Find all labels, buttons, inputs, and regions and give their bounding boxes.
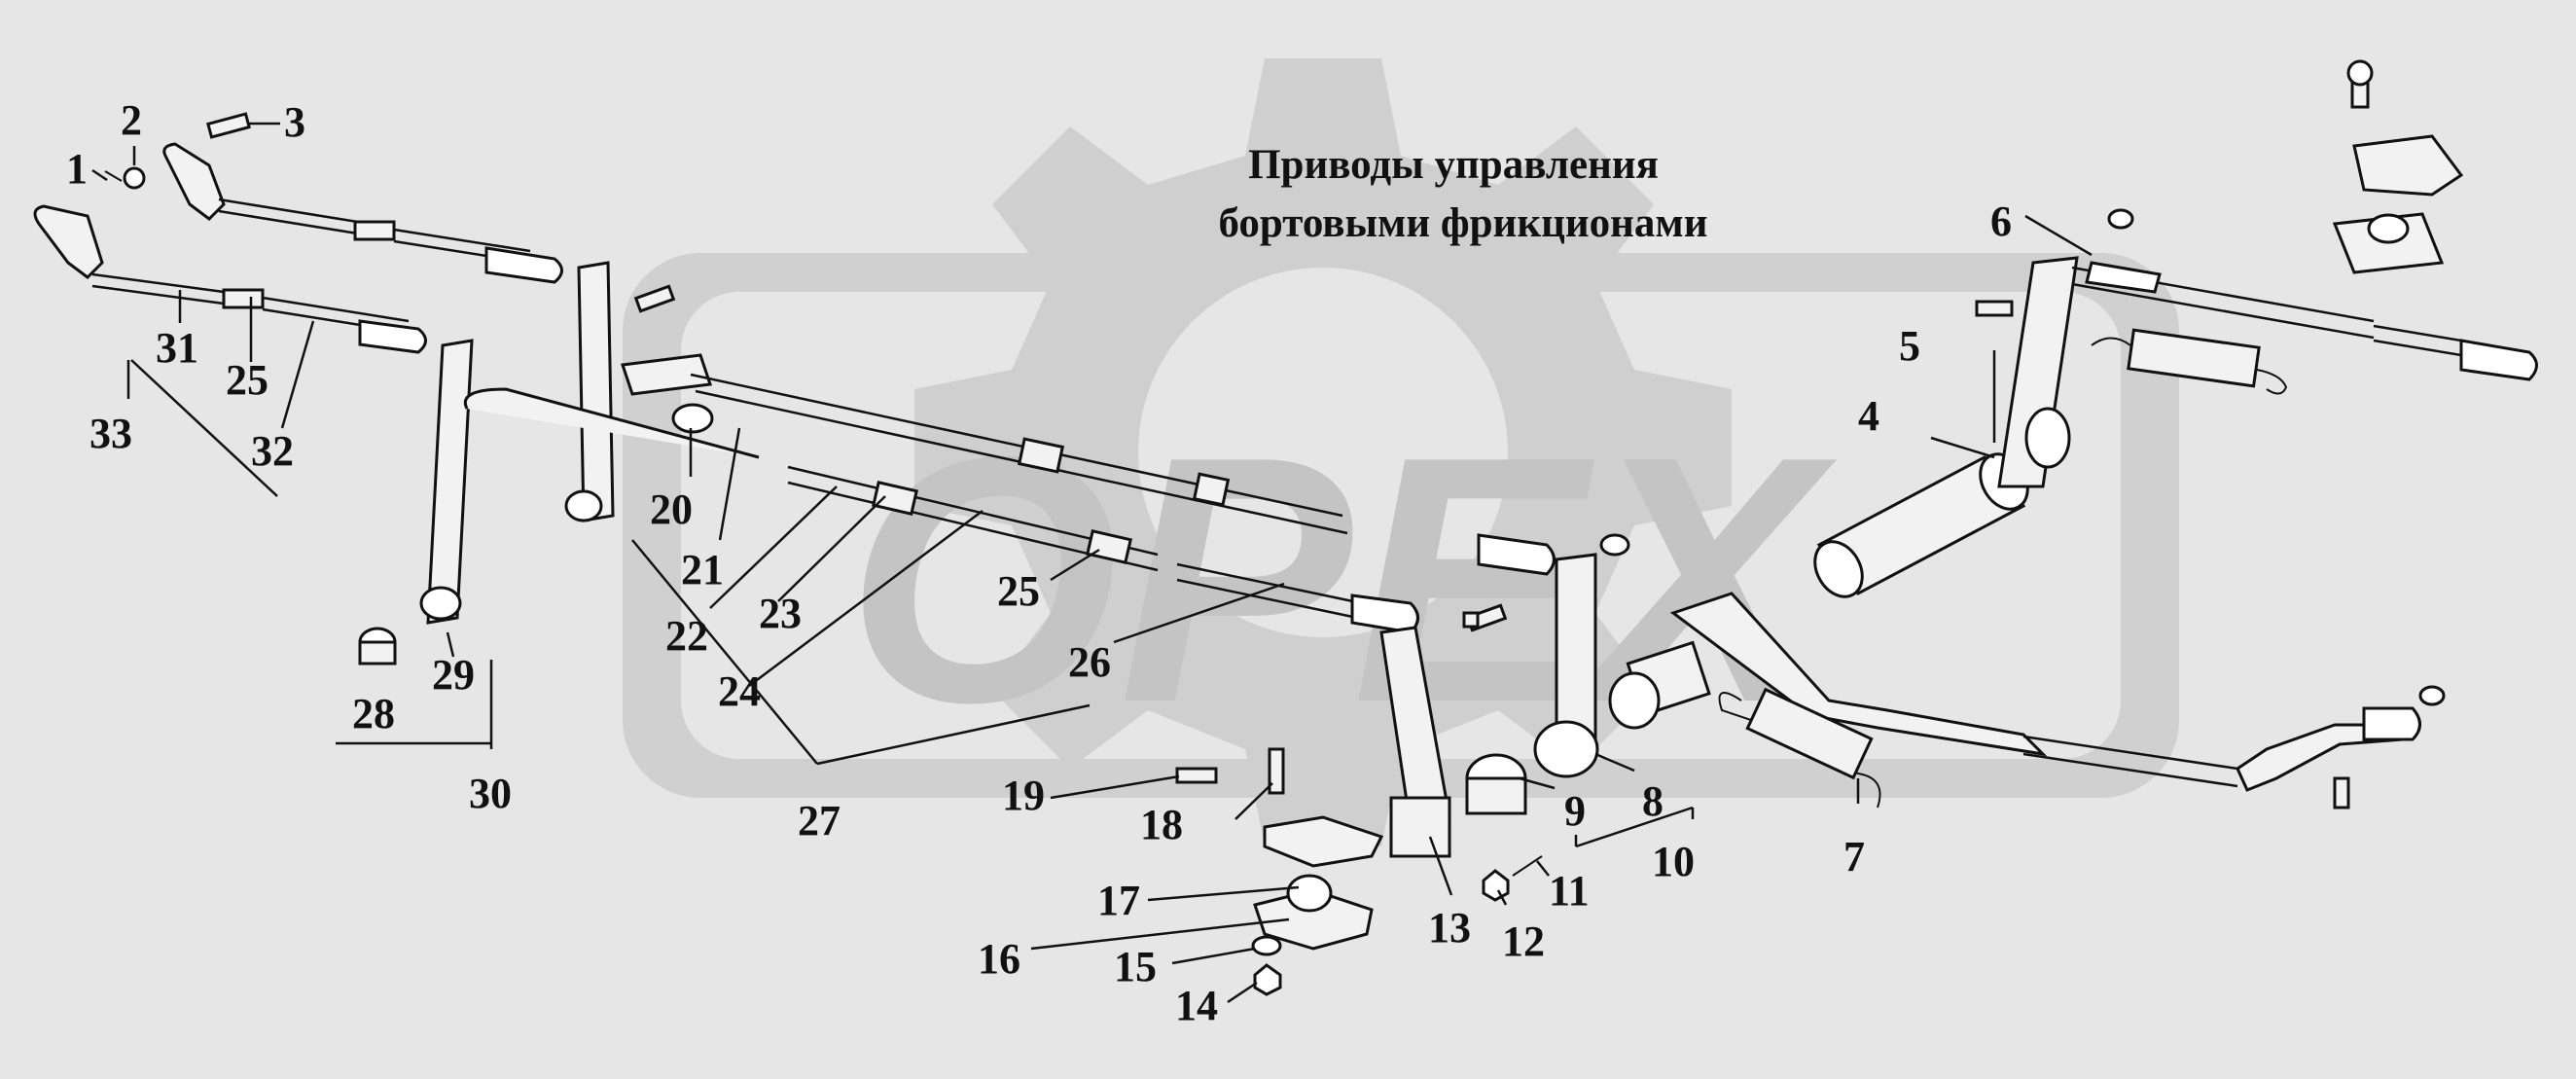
- watermark-gear-hole: [1138, 268, 1508, 637]
- callout-10: 10: [1652, 838, 1695, 885]
- vertical-lever-upper: [577, 261, 615, 522]
- callout-20: 20: [650, 486, 693, 533]
- callout-31: 31: [156, 324, 198, 372]
- callout-27: 27: [798, 797, 841, 845]
- callout-33: 33: [89, 410, 132, 457]
- callout-6: 6: [1990, 198, 2012, 245]
- watermark-text: OPEX: [846, 384, 1838, 775]
- callout-7: 7: [1843, 833, 1865, 881]
- clevis-32: [358, 319, 427, 354]
- callout-1: 1: [66, 145, 88, 193]
- left-lever-31: [33, 204, 104, 279]
- diagram-title-line1: Приводы управления: [1248, 142, 1659, 188]
- bracket-upper: [2352, 134, 2464, 197]
- callout-26: 26: [1068, 638, 1111, 686]
- parts-drawing: [33, 59, 2538, 996]
- threaded-sleeve-25-left: [222, 288, 265, 309]
- bracket-16: [1263, 815, 1384, 868]
- bushing-17: [1286, 874, 1333, 913]
- callout-16: 16: [978, 935, 1020, 983]
- callout-5: 5: [1899, 322, 1920, 370]
- callout-19: 19: [1002, 772, 1045, 819]
- callout-12: 12: [1502, 917, 1545, 965]
- callout-30: 30: [469, 770, 512, 817]
- callout-21: 21: [681, 546, 724, 593]
- callout-2: 2: [121, 96, 142, 144]
- callout-28: 28: [352, 690, 395, 737]
- vertical-lever-29: [426, 339, 474, 625]
- callout-29: 29: [432, 651, 475, 699]
- nut-14: [1253, 963, 1282, 996]
- nut-12: [1482, 869, 1510, 902]
- lever-8: [1555, 553, 1597, 751]
- washer-20: [671, 403, 714, 434]
- callout-32: 32: [251, 427, 294, 475]
- callout-labels: 1 2 3 4 5 6 7 8 9 10 11 12 13 14 15 16 1…: [66, 96, 2012, 1029]
- leader-lines: [91, 122, 2093, 1004]
- callout-17: 17: [1097, 877, 1140, 924]
- callout-9: 9: [1564, 787, 1586, 835]
- upper-left-lever: [162, 142, 226, 221]
- diagram-title-line2: бортовыми фрикционами: [1218, 200, 1708, 246]
- callout-18: 18: [1140, 801, 1183, 848]
- lever-5: [1997, 256, 2079, 488]
- callout-13: 13: [1428, 904, 1471, 952]
- spring-upper: [2091, 337, 2288, 395]
- washer-15: [1251, 935, 1282, 956]
- callout-11: 11: [1549, 867, 1590, 915]
- callout-3: 3: [284, 98, 305, 146]
- callout-4: 4: [1858, 392, 1879, 440]
- callout-14: 14: [1175, 982, 1218, 1029]
- callout-15: 15: [1114, 943, 1157, 990]
- callout-24: 24: [718, 667, 761, 715]
- bolt-18: [1268, 747, 1285, 795]
- callout-22: 22: [665, 612, 708, 660]
- callout-8: 8: [1642, 777, 1664, 825]
- bolt-19: [1175, 767, 1218, 784]
- callout-23: 23: [759, 590, 802, 637]
- callout-25-left: 25: [226, 356, 268, 404]
- callout-25-middle: 25: [997, 567, 1040, 615]
